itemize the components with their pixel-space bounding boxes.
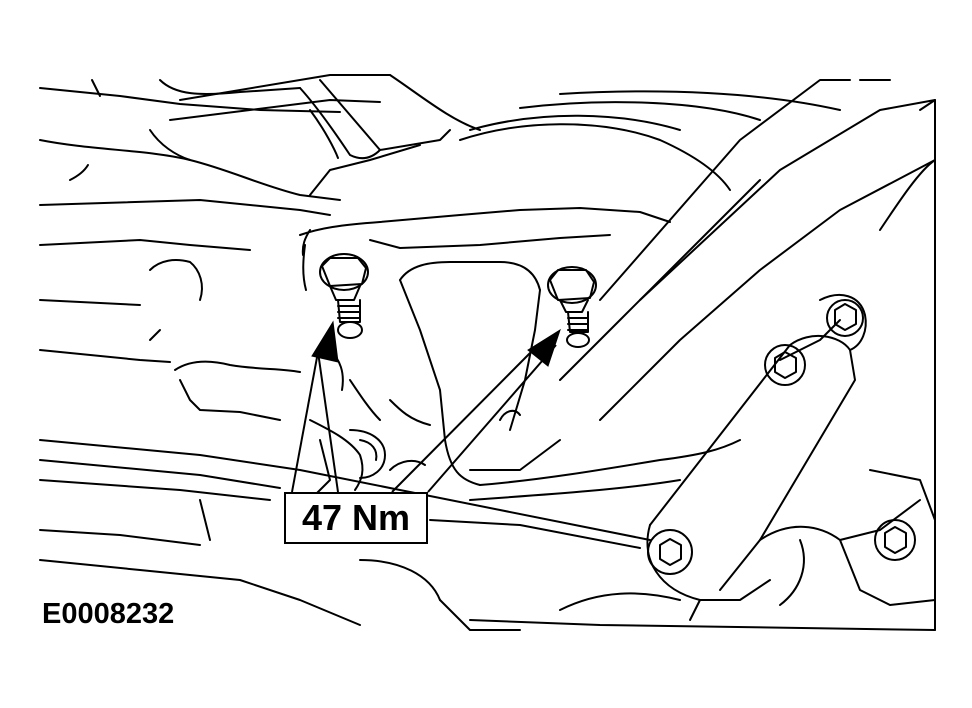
arrowhead-right [527,328,561,367]
bolt-right [547,266,597,348]
engine-detail [149,259,431,501]
cover-outline [459,79,936,231]
lower-link-arm [646,294,936,621]
callout-leaders [291,344,557,493]
bracket-plate [299,207,671,486]
figure-id: E0008232 [42,598,175,630]
bolt-left [319,253,369,339]
hex-bolt-lower-left [647,529,693,575]
torque-callout-box: 47 Nm [284,492,428,544]
hex-bolt-lower-right [874,519,916,561]
hex-bolt-middle [764,344,806,386]
torque-label: 47 Nm [301,497,411,538]
arrowhead-left [311,320,339,363]
frame-rail [469,79,936,501]
arrowheads [311,320,561,367]
hex-bolt-upper [826,299,864,337]
lower-underbody [39,99,936,631]
upper-body-structure [39,74,481,363]
